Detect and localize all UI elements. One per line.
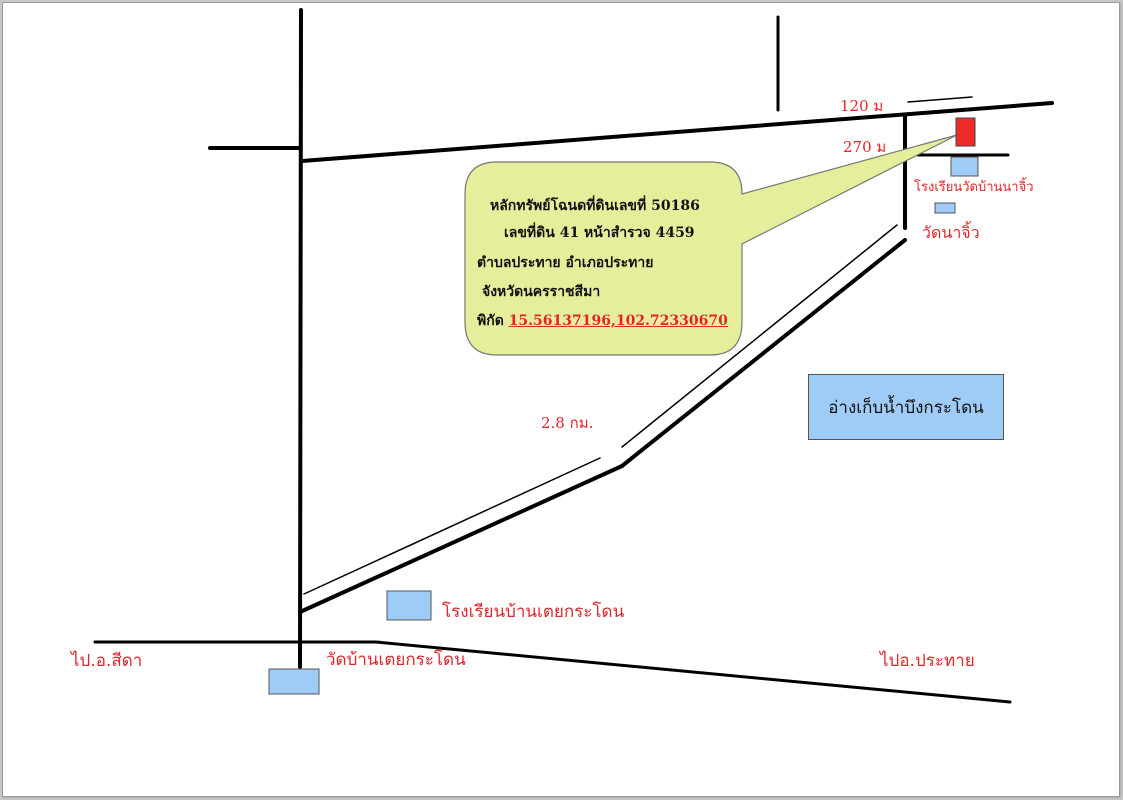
to-prathai-label: ไปอ.ประทาย xyxy=(880,651,975,671)
road-vertical-left xyxy=(298,8,303,669)
callout-line-parcel: เลขที่ดิน 41 หน้าสำรวจ 4459 xyxy=(504,225,695,241)
road-diagonal-lower-thick-2 xyxy=(620,238,907,468)
road-diagonal-lower-thick-1 xyxy=(298,464,624,614)
school-top-label: โรงเรียนวัดบ้านนาจิ้ว xyxy=(914,180,1034,195)
temple-bottom-label: วัดบ้านเตยกระโดน xyxy=(326,650,466,670)
temple-top-building xyxy=(934,202,956,214)
callout-line-subdistrict: ตำบลประทาย อำเภอประทาย xyxy=(477,255,654,271)
temple-top-label: วัดนาจิ้ว xyxy=(922,223,980,242)
callout-line-coordinates: พิกัด 15.56137196,102.72330670 xyxy=(477,314,728,328)
road-top-thin-line xyxy=(907,96,973,103)
distance-2-8km-label: 2.8 กม. xyxy=(541,414,594,432)
temple-bottom-building xyxy=(268,668,320,695)
road-top-horizontal xyxy=(300,101,1054,163)
coordinates-prefix: พิกัด xyxy=(477,313,504,329)
distance-270m-label: 270 ม xyxy=(843,138,887,156)
reservoir-label: อ่างเก็บน้ำบึงกระโดน xyxy=(808,374,1004,440)
to-sida-label: ไป.อ.สีดา xyxy=(71,651,143,671)
school-bottom-label: โรงเรียนบ้านเตยกระโดน xyxy=(442,602,625,622)
road-bottom-diagonal xyxy=(374,640,1012,704)
callout-line-deed: หลักทรัพย์โฉนดที่ดินเลขที่ 50186 xyxy=(490,198,700,214)
distance-120m-label: 120 ม xyxy=(840,97,884,115)
road-diagonal-thin-2 xyxy=(621,224,898,448)
coordinates-link[interactable]: 15.56137196,102.72330670 xyxy=(508,313,728,329)
road-diagonal-thin-1 xyxy=(303,457,601,595)
callout-line-province: จังหวัดนครราชสีมา xyxy=(482,284,601,300)
target-parcel-marker xyxy=(955,117,976,147)
callout-bubble xyxy=(464,134,958,356)
school-bottom-building xyxy=(386,590,432,621)
school-top-building xyxy=(950,156,979,177)
